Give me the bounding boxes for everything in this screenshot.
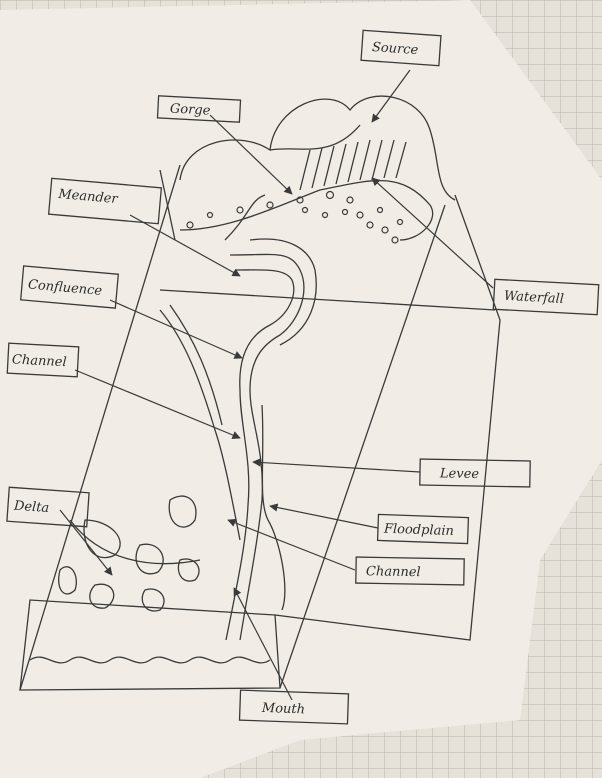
label-waterfall: Waterfall: [504, 289, 565, 307]
label-mouth: Mouth: [261, 701, 306, 718]
label-channel-upper: Channel: [12, 352, 67, 370]
label-gorge: Gorge: [170, 101, 211, 118]
label-floodplain: Floodplain: [383, 522, 454, 539]
label-channel-lower: Channel: [366, 564, 421, 580]
label-levee: Levee: [439, 466, 480, 482]
label-delta: Delta: [12, 499, 49, 516]
